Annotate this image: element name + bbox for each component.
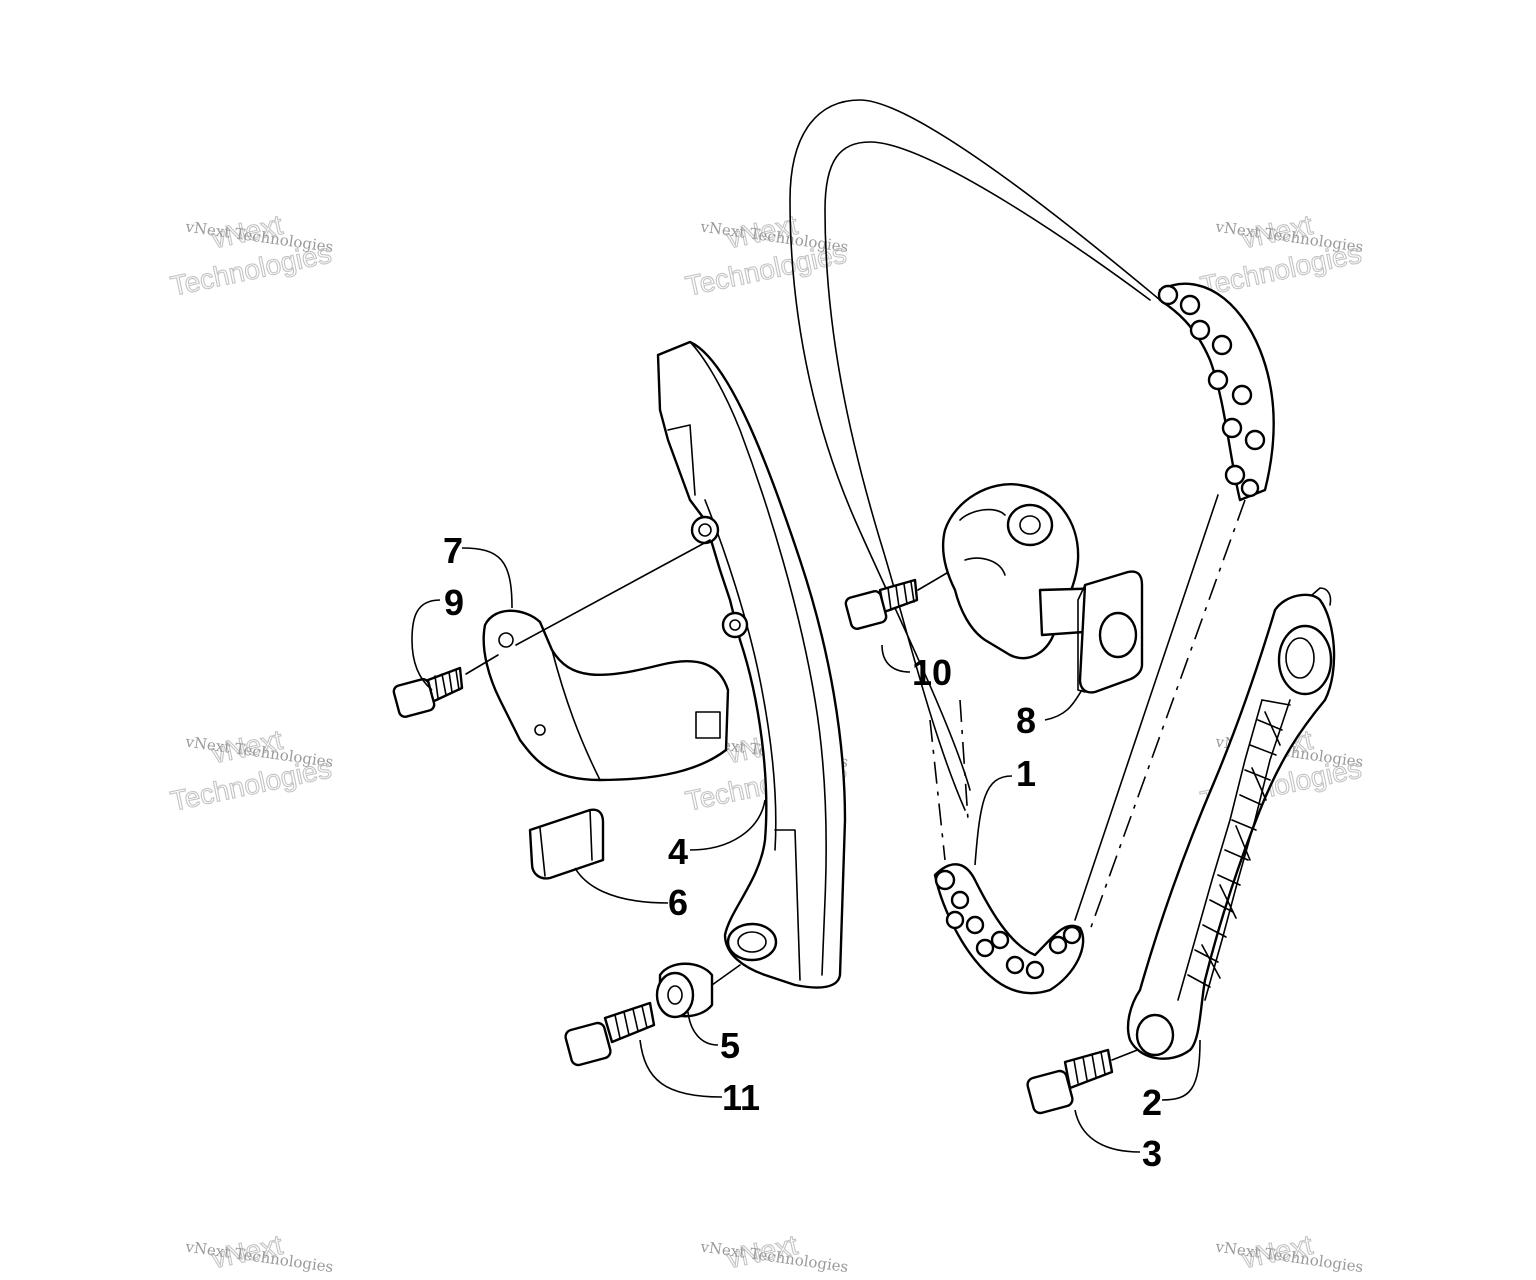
- bolt-9: [392, 654, 499, 718]
- bolt-10: [844, 529, 1021, 630]
- watermark-line-3: Technologies: [1198, 238, 1364, 302]
- callout-labels: 7 9 10 8 1 4 6 5 11 2 3: [443, 530, 1162, 1174]
- callout-6: 6: [668, 882, 688, 923]
- chain-links-lower: [933, 863, 1085, 995]
- clip: [528, 808, 605, 880]
- callout-8: 8: [1016, 700, 1036, 741]
- callout-4: 4: [668, 831, 688, 872]
- watermark: vNext vNext Technologies Technologies: [167, 723, 334, 817]
- arm-ribs: [1177, 699, 1291, 1001]
- watermark: vNext vNext Technologies: [1213, 1228, 1364, 1276]
- bolt-11: [564, 1001, 656, 1067]
- callout-7: 7: [443, 530, 463, 571]
- watermark: vNext vNext Technologies Technologies: [1197, 208, 1364, 302]
- callout-10: 10: [912, 652, 952, 693]
- watermark-line-3: Technologies: [683, 238, 849, 302]
- tensioner-arm: [1126, 587, 1336, 1060]
- chain-guide: [656, 340, 847, 989]
- callout-5: 5: [720, 1025, 740, 1066]
- callout-11: 11: [722, 1077, 760, 1118]
- chain-tensioner: [941, 483, 1144, 694]
- callout-1: 1: [1016, 753, 1036, 794]
- watermark: vNext vNext Technologies: [698, 1228, 849, 1276]
- leader-lines: [411, 547, 1201, 1153]
- watermark-line-3: Technologies: [168, 238, 334, 302]
- watermark: vNext vNext Technologies: [183, 1228, 334, 1276]
- timing-chain: [789, 99, 1275, 995]
- collar: [655, 962, 741, 1019]
- callout-3: 3: [1142, 1133, 1162, 1174]
- watermark: vNext vNext Technologies Technologies: [167, 208, 334, 302]
- callout-9: 9: [444, 582, 464, 623]
- guide-bracket: [482, 539, 730, 782]
- chain-links-upper: [1157, 282, 1275, 502]
- callout-2: 2: [1142, 1082, 1162, 1123]
- bolt-3: [1026, 1044, 1151, 1115]
- watermark-line-3: Technologies: [168, 753, 334, 817]
